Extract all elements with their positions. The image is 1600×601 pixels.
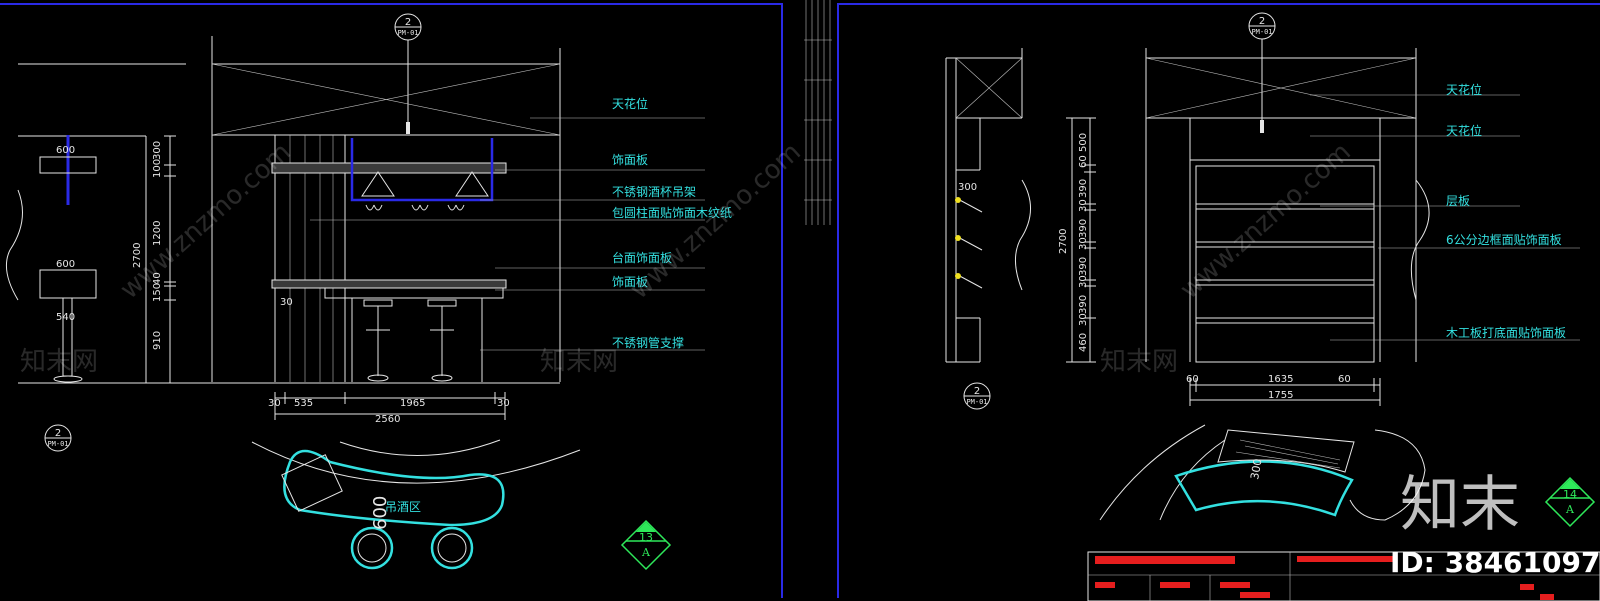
label-right-ceiling-1: 天花位 [1446, 82, 1482, 97]
dim-b-535: 535 [294, 398, 313, 409]
marker-13A: 13 A [620, 519, 672, 571]
svg-text:PM-01: PM-01 [1251, 28, 1272, 36]
svg-text:30: 30 [1078, 199, 1089, 212]
right-material-labels: 天花位 天花位 层板 6公分边框面贴饰面板 木工板打底面贴饰面板 [1310, 82, 1580, 341]
section-tag-num: 2 [405, 17, 411, 28]
svg-text:460: 460 [1078, 333, 1089, 352]
label-frame-veneer: 6公分边框面贴饰面板 [1446, 233, 1562, 247]
svg-text:390: 390 [1078, 257, 1089, 276]
left-bar-elevation: 30 [18, 36, 561, 384]
svg-text:390: 390 [1078, 179, 1089, 198]
marker-13-letter: A [641, 546, 651, 559]
dim-rb-1755: 1755 [1268, 390, 1293, 401]
label-plywood-veneer: 木工板打底面贴饰面板 [1446, 325, 1566, 340]
label-glass-rack: 不锈钢酒杯吊架 [612, 185, 696, 199]
plan-zone-label: 吊酒区 [385, 500, 421, 514]
dim-30: 30 [280, 297, 293, 308]
drawing-frames [0, 3, 1600, 598]
dim-b-1965: 1965 [400, 398, 425, 409]
dim-right-side: 300 [958, 182, 977, 193]
left-vertical-dims: 300 100 1200 40 150 910 2700 [132, 135, 176, 384]
right-vertical-dims: 500 60 390 30 390 30 390 30 390 30 460 2… [1058, 117, 1096, 363]
dim-total-height: 2700 [132, 243, 143, 268]
label-veneer-panel-1: 饰面板 [612, 153, 648, 167]
label-veneer-panel-2: 饰面板 [612, 275, 648, 289]
left-bar-plan: 吊酒区 600 [251, 439, 581, 570]
watermark-site-3: 知末网 [1100, 347, 1178, 377]
title-block [1087, 551, 1600, 601]
label-steel-support: 不锈钢管支撑 [612, 335, 684, 350]
marker-13-num: 13 [639, 531, 653, 544]
dim-side-depth: 540 [56, 312, 75, 323]
label-ceiling: 天花位 [612, 96, 648, 111]
svg-text:30: 30 [1078, 237, 1089, 250]
dim-right-total-height: 2700 [1058, 229, 1069, 254]
dim-side-bottom: 600 [56, 259, 75, 270]
dim-v-910: 910 [152, 331, 163, 350]
dim-rb-60a: 60 [1186, 374, 1199, 385]
right-bottom-dims: 60 1635 60 1755 [1186, 374, 1381, 406]
svg-text:500: 500 [1078, 133, 1089, 152]
right-section-tag-bottom: 2 PM-01 [963, 382, 991, 410]
dim-rb-1635: 1635 [1268, 374, 1293, 385]
watermark-url-1: www.znzmo.com [115, 137, 297, 305]
left-section-tag-bottom: 2 PM-01 [44, 424, 72, 452]
svg-text:60: 60 [1078, 155, 1089, 168]
svg-text:PM-01: PM-01 [47, 440, 68, 448]
watermarks: www.znzmo.com www.znzmo.com www.znzmo.co… [20, 137, 1600, 579]
dim-rb-60b: 60 [1338, 374, 1351, 385]
watermark-site-2: 知末网 [540, 347, 618, 377]
left-side-profile: 600 600 540 [5, 63, 186, 383]
plan-dim-600: 600 [370, 496, 391, 530]
center-strip [804, 0, 832, 225]
svg-text:2: 2 [974, 386, 980, 397]
dim-b-2560: 2560 [375, 414, 400, 425]
right-section-tag-top: 2 PM-01 [1248, 12, 1276, 133]
label-counter-top: 台面饰面板 [612, 250, 672, 265]
watermark-logo: 知末 [1400, 470, 1520, 540]
dim-side-top: 600 [56, 145, 75, 156]
left-section-tag-top: 2 PM-01 [394, 13, 422, 134]
dim-v-40: 40 [152, 272, 163, 285]
svg-text:2: 2 [55, 428, 61, 439]
dim-v-150: 150 [152, 283, 163, 302]
dim-v-100: 100 [152, 159, 163, 178]
svg-text:30: 30 [1078, 313, 1089, 326]
label-column-wrap: 包圆柱面贴饰面木纹纸 [612, 205, 732, 220]
marker-14-letter: A [1565, 503, 1575, 516]
label-shelf: 层板 [1446, 194, 1470, 208]
svg-text:390: 390 [1078, 295, 1089, 314]
marker-14-num: 14 [1563, 488, 1577, 501]
right-cabinet-elevation [1145, 48, 1430, 363]
left-bottom-dims: 30 535 1965 30 2560 [268, 392, 510, 425]
svg-text:PM-01: PM-01 [966, 398, 987, 406]
watermark-id: ID: 384610977 [1390, 546, 1600, 579]
left-material-labels: 天花位 饰面板 不锈钢酒杯吊架 包圆柱面贴饰面木纹纸 台面饰面板 饰面板 不锈钢… [310, 96, 732, 351]
marker-14A: 14 A [1544, 476, 1596, 528]
dim-v-300: 300 [152, 141, 163, 160]
dim-v-1200: 1200 [152, 221, 163, 246]
watermark-url-2: www.znzmo.com [625, 137, 807, 305]
watermark-site-1: 知末网 [20, 347, 98, 377]
section-tag-code: PM-01 [397, 29, 418, 37]
label-right-ceiling-2: 天花位 [1446, 123, 1482, 138]
right-cabinet-plan: 300 [1099, 424, 1426, 521]
right-side-profile: 300 [945, 48, 1031, 363]
svg-text:2: 2 [1259, 16, 1265, 27]
svg-text:30: 30 [1078, 275, 1089, 288]
dim-b-30a: 30 [268, 398, 281, 409]
plan-dim-300: 300 [1248, 458, 1264, 481]
svg-text:390: 390 [1078, 219, 1089, 238]
dim-b-30b: 30 [497, 398, 510, 409]
